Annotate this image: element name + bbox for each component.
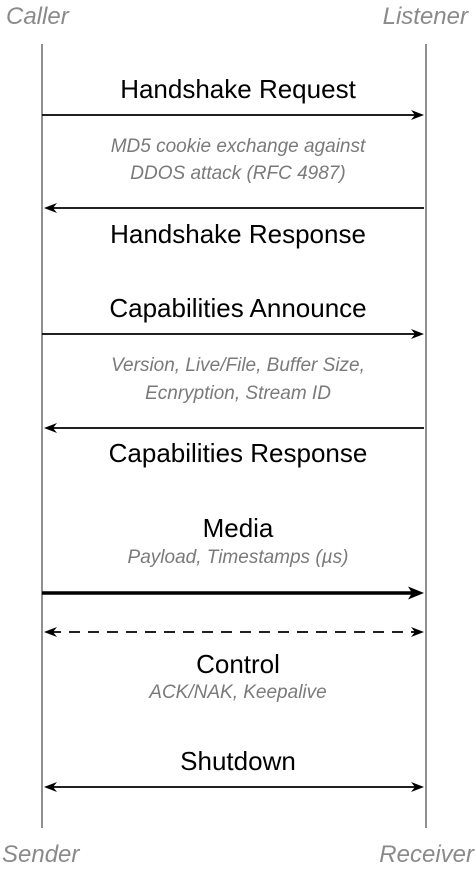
shutdown-arrow-head-left — [44, 782, 57, 792]
capabilities-announce-arrow — [42, 329, 424, 339]
handshake-response-arrow-head-left — [44, 203, 57, 213]
control-note: ACK/NAK, Keepalive — [149, 682, 327, 703]
shutdown-arrow — [44, 782, 424, 792]
receiver-label: Receiver — [379, 841, 474, 868]
capabilities-announce-label: Capabilities Announce — [109, 293, 367, 323]
media-label: Media — [202, 513, 274, 543]
control-arrow-head-right — [411, 627, 424, 637]
listener-label: Listener — [382, 3, 468, 30]
sender-label: Sender — [2, 841, 80, 868]
shutdown-label: Shutdown — [180, 746, 296, 776]
capabilities-note-line-2: Ecnryption, Stream ID — [145, 383, 331, 404]
handshake-request-arrow-head-right — [411, 110, 424, 120]
control-arrow — [44, 627, 424, 637]
arrows-layer — [42, 110, 424, 792]
caller-label: Caller — [6, 3, 69, 30]
handshake-request-arrow — [42, 110, 424, 120]
capabilities-response-arrow-head-left — [44, 423, 57, 433]
capabilities-announce-arrow-head-right — [411, 329, 424, 339]
media-note: Payload, Timestamps (µs) — [127, 547, 349, 568]
handshake-response-arrow — [44, 203, 424, 213]
handshake-note-line-1: MD5 cookie exchange against — [110, 136, 366, 157]
shutdown-arrow-head-right — [411, 782, 424, 792]
capabilities-note-line-1: Version, Live/File, Buffer Size, — [111, 355, 365, 376]
media-arrow — [42, 586, 424, 600]
capabilities-response-label: Capabilities Response — [108, 438, 368, 468]
control-arrow-head-left — [44, 627, 57, 637]
handshake-response-label: Handshake Response — [110, 219, 366, 249]
media-arrow-head-right — [408, 586, 424, 600]
handshake-request-label: Handshake Request — [120, 74, 356, 104]
capabilities-response-arrow — [44, 423, 424, 433]
control-label: Control — [196, 649, 280, 679]
handshake-note-line-2: DDOS attack (RFC 4987) — [130, 163, 346, 184]
